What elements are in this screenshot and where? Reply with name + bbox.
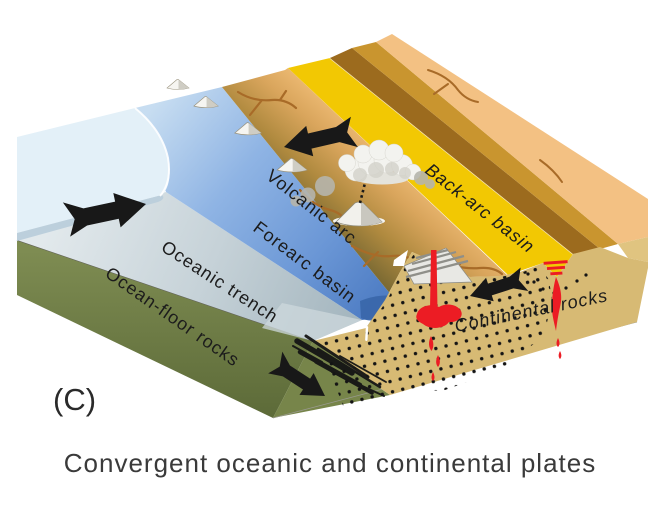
raised-block-shadow-face — [330, 48, 600, 254]
magma-dike — [551, 277, 562, 331]
magma-conduit — [430, 250, 438, 310]
stipple-dots-sparse — [526, 272, 588, 295]
accretionary-wedge — [292, 334, 387, 397]
magma-chamber — [416, 304, 462, 328]
surface-crack — [539, 159, 563, 183]
raised-block-cracks — [427, 69, 563, 183]
oceanic-plate-left-face — [17, 240, 313, 418]
trench-marker — [365, 326, 369, 342]
magma-drip — [558, 351, 562, 359]
surface-crack — [236, 89, 298, 117]
snow-patch — [393, 250, 408, 266]
raised-block-cut-sliver — [618, 237, 648, 262]
magma-drip — [436, 355, 440, 367]
figure-caption: Convergent oceanic and continental plate… — [64, 448, 596, 478]
surface-crack — [427, 69, 479, 103]
eruption-cloud-icon — [290, 139, 435, 207]
magma-drip — [556, 338, 560, 347]
smoke-puffs — [290, 171, 435, 207]
magma — [416, 250, 568, 381]
ash-column — [358, 178, 368, 204]
oceanic-trench-slope — [17, 192, 362, 341]
volcano-icon — [166, 78, 190, 90]
panel-label: (C) — [53, 382, 96, 417]
magma-drip — [428, 336, 434, 351]
forearc-basin-water — [135, 87, 392, 320]
erupting-volcano — [290, 139, 435, 227]
raised-block-gold-face — [352, 42, 618, 249]
magma-sills — [543, 260, 568, 276]
magma-drip — [431, 372, 435, 381]
trench-inner-facet — [262, 303, 362, 341]
back-arc-basin-strip — [288, 58, 573, 277]
sheet-curl-highlight — [134, 107, 170, 197]
